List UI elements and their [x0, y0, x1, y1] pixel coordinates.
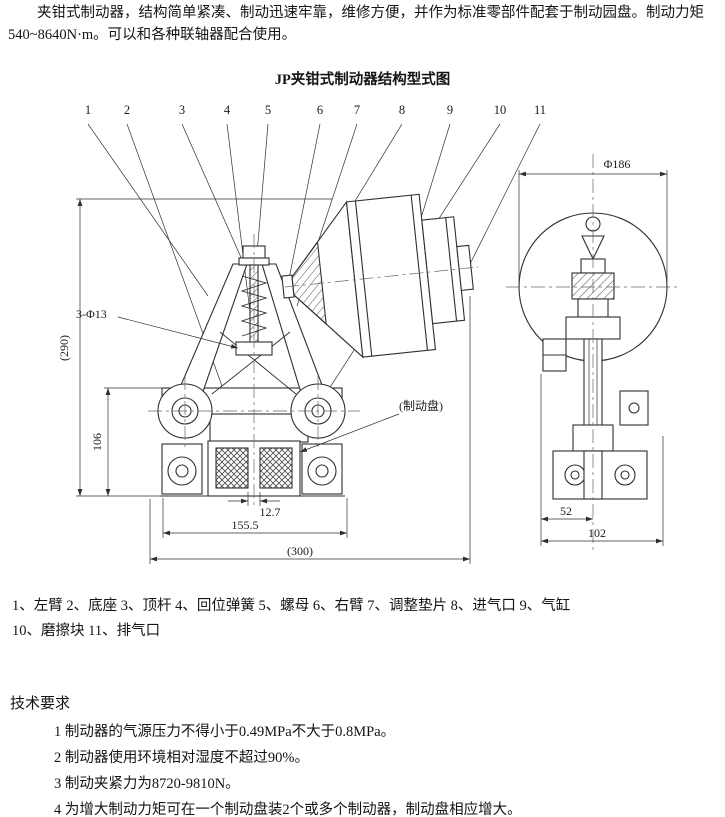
- dim-102: 102: [588, 526, 606, 540]
- intro-paragraph: 夹钳式制动器，结构简单紧凑、制动迅速牢靠，维修方便，并作为标准零部件配套于制动园…: [8, 5, 704, 43]
- part-number: 9: [447, 103, 453, 117]
- dimension-lines: [76, 170, 668, 564]
- dim-12-7: 12.7: [260, 505, 281, 519]
- tech-requirement-item: 1 制动器的气源压力不得小于0.49MPa不大于0.8MPa。: [54, 724, 396, 740]
- parts-list-line-1: 1、左臂 2、底座 3、顶杆 4、回位弹簧 5、螺母 6、右臂 7、调整垫片 8…: [12, 598, 571, 614]
- centerlines: [148, 154, 680, 554]
- dim-290: (290): [57, 335, 71, 361]
- part-number-labels: 1 2 3 4 5 6 7 8 9 10 11: [85, 103, 546, 117]
- friction-block-right: [259, 447, 293, 489]
- tech-requirement-item: 4 为增大制动力矩可在一个制动盘装2个或多个制动器，制动盘相应增大。: [54, 802, 522, 817]
- part-number: 7: [354, 103, 360, 117]
- dim-3-phi13: 3-Φ13: [76, 307, 107, 321]
- technical-drawing: 1 2 3 4 5 6 7 8 9 10 11 (290) 106 3-Φ13 …: [57, 103, 680, 564]
- part-number: 6: [317, 103, 323, 117]
- air-cylinder: [281, 193, 474, 359]
- part-number: 8: [399, 103, 405, 117]
- part-number: 3: [179, 103, 185, 117]
- dim-phi186: Φ186: [604, 157, 631, 171]
- part-number: 5: [265, 103, 271, 117]
- dim-300: (300): [287, 544, 313, 558]
- dim-155-5: 155.5: [232, 518, 259, 532]
- tech-requirements-title: 技术要求: [10, 696, 71, 712]
- part-number: 4: [224, 103, 231, 117]
- dimension-labels: (290) 106 3-Φ13 (制动盘) 12.7 155.5 (300) Φ…: [57, 157, 630, 558]
- front-view: [157, 245, 346, 497]
- friction-block-left: [215, 447, 249, 489]
- parts-list: 1、左臂 2、底座 3、顶杆 4、回位弹簧 5、螺母 6、右臂 7、调整垫片 8…: [12, 594, 715, 644]
- part-number: 1: [85, 103, 91, 117]
- technical-requirements: 技术要求 1 制动器的气源压力不得小于0.49MPa不大于0.8MPa。 2 制…: [10, 692, 715, 817]
- parts-list-line-2: 10、磨擦块 11、排气口: [12, 623, 161, 639]
- exhaust-port: [456, 244, 474, 292]
- figure-title: JP夹钳式制动器结构型式图: [274, 72, 451, 88]
- dim-52: 52: [560, 504, 572, 518]
- part-number: 11: [534, 103, 546, 117]
- return-spring: [240, 275, 268, 337]
- part-number: 10: [494, 103, 507, 117]
- dim-106: 106: [90, 433, 104, 451]
- tech-requirement-item: 3 制动夹紧力为8720-9810N。: [54, 776, 240, 792]
- brake-disc-label: (制动盘): [399, 398, 443, 413]
- tech-requirement-item: 2 制动器使用环境相对湿度不超过90%。: [54, 750, 309, 766]
- part-number: 2: [124, 103, 130, 117]
